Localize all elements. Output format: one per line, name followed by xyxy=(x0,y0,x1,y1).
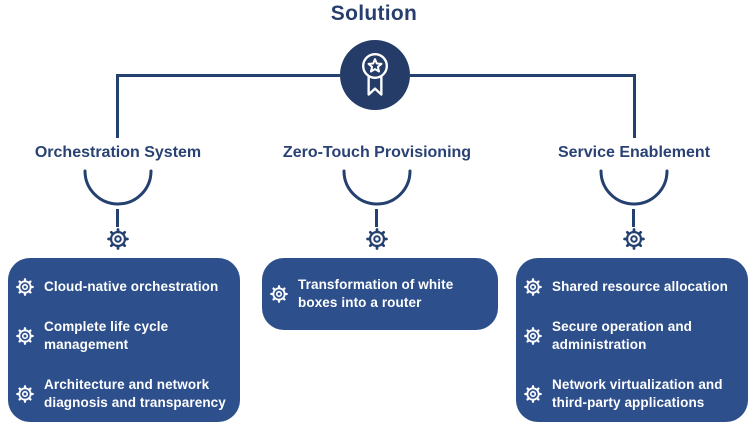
branch-label-service-enablement: Service Enablement xyxy=(557,144,711,161)
connector-stub-left xyxy=(116,209,119,227)
connector-stub-middle xyxy=(375,209,378,227)
gear-icon xyxy=(16,278,34,296)
connector-arc-middle xyxy=(342,169,412,206)
list-item: Transformation of white boxes into a rou… xyxy=(270,276,486,312)
list-item: Shared resource allocation xyxy=(524,278,736,296)
gear-icon xyxy=(366,228,388,250)
list-item-text: Secure operation and administration xyxy=(552,318,693,352)
connector-line-left-horizontal xyxy=(116,74,340,77)
gear-icon xyxy=(16,327,34,345)
connector-arc-left xyxy=(83,169,153,206)
branch-box-orchestration-system: Cloud-native orchestration Complete life… xyxy=(8,258,240,422)
list-item: Secure operation and administration xyxy=(524,318,736,354)
list-item-text: Transformation of white boxes into a rou… xyxy=(298,276,454,310)
list-item-text: Complete life cycle management xyxy=(44,318,169,352)
hub-circle xyxy=(340,40,410,110)
gear-icon xyxy=(270,285,288,303)
list-item: Cloud-native orchestration xyxy=(16,278,228,296)
connector-stub-right xyxy=(632,209,635,227)
connector-line-right-vertical xyxy=(633,74,636,138)
branch-label-orchestration-system: Orchestration System xyxy=(34,144,202,161)
gear-icon xyxy=(16,385,34,403)
list-item: Complete life cycle management xyxy=(16,318,228,354)
gear-icon xyxy=(107,228,129,250)
list-item-text: Cloud-native orchestration xyxy=(44,279,219,294)
list-item-text: Shared resource allocation xyxy=(552,279,728,294)
connector-line-left-vertical xyxy=(116,74,119,138)
branch-label-zero-touch-provisioning: Zero-Touch Provisioning xyxy=(282,144,472,161)
connector-arc-right xyxy=(599,169,669,206)
list-item-text: Network virtualization and third-party a… xyxy=(552,376,723,410)
gear-icon xyxy=(524,327,542,345)
list-item: Network virtualization and third-party a… xyxy=(524,376,736,412)
gear-icon xyxy=(524,278,542,296)
list-item: Architecture and network diagnosis and t… xyxy=(16,376,228,412)
page-title: Solution xyxy=(330,2,418,25)
gear-icon xyxy=(524,385,542,403)
gear-icon xyxy=(623,228,645,250)
award-ribbon-icon xyxy=(362,52,388,96)
connector-line-right-horizontal xyxy=(410,74,636,77)
list-item-text: Architecture and network diagnosis and t… xyxy=(44,376,226,410)
branch-box-service-enablement: Shared resource allocation Secure operat… xyxy=(516,258,748,422)
branch-box-zero-touch-provisioning: Transformation of white boxes into a rou… xyxy=(262,258,498,330)
